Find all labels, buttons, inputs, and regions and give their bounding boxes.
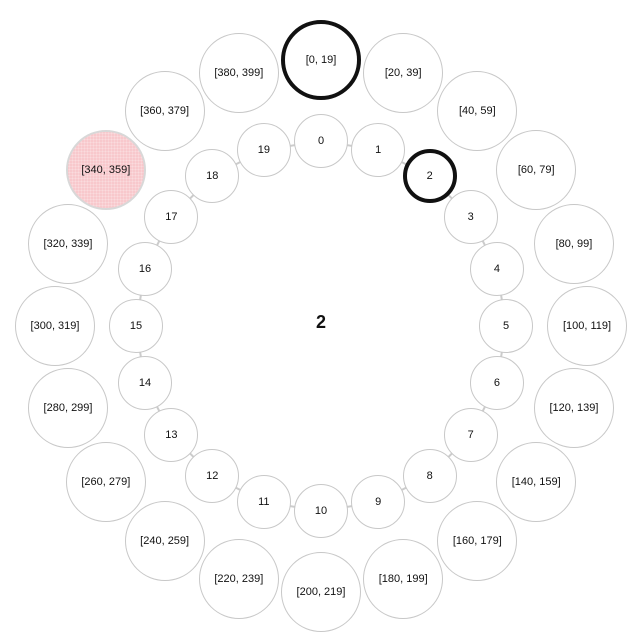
outer-range-node-1[interactable]: [20, 39]	[363, 33, 444, 114]
inner-node-7[interactable]: 7	[443, 407, 498, 462]
outer-range-node-13[interactable]: [260, 279]	[65, 442, 146, 523]
inner-node-label: 1	[375, 144, 382, 157]
inner-node-5[interactable]: 5	[479, 299, 533, 353]
outer-range-node-15[interactable]: [300, 319]	[15, 286, 95, 366]
inner-node-9[interactable]: 9	[351, 474, 406, 529]
outer-range-node-4[interactable]: [80, 99]	[533, 203, 614, 284]
inner-node-0[interactable]: 0	[294, 114, 348, 168]
inner-node-1[interactable]: 1	[351, 123, 406, 178]
inner-node-label: 18	[206, 170, 219, 183]
outer-node-label: [80, 99]	[555, 237, 593, 250]
outer-node-label: [20, 39]	[384, 67, 422, 80]
outer-range-node-2[interactable]: [40, 59]	[437, 70, 518, 151]
outer-range-node-5[interactable]: [100, 119]	[547, 286, 627, 366]
inner-node-label: 15	[129, 320, 143, 332]
inner-node-label: 17	[165, 211, 178, 224]
inner-node-label: 12	[206, 469, 219, 482]
outer-range-node-16[interactable]: [320, 339]	[28, 203, 109, 284]
outer-node-label: [220, 239]	[214, 572, 264, 585]
inner-node-label: 2	[426, 170, 433, 183]
outer-range-node-12[interactable]: [240, 259]	[124, 501, 205, 582]
inner-node-16[interactable]: 16	[118, 241, 173, 296]
inner-node-10[interactable]: 10	[294, 484, 348, 538]
outer-range-node-6[interactable]: [120, 139]	[533, 368, 614, 449]
outer-node-label: [260, 279]	[81, 476, 131, 489]
inner-node-label: 3	[467, 211, 474, 224]
inner-node-14[interactable]: 14	[118, 356, 173, 411]
outer-node-label: [320, 339]	[43, 237, 93, 250]
outer-node-label: [180, 199]	[378, 572, 428, 585]
outer-node-label: [160, 179]	[452, 535, 502, 548]
inner-node-label: 14	[138, 377, 152, 390]
outer-node-label: [120, 139]	[549, 402, 599, 415]
outer-range-node-9[interactable]: [180, 199]	[363, 538, 444, 619]
outer-node-label: [360, 379]	[140, 104, 190, 117]
outer-node-label: [40, 59]	[458, 104, 496, 117]
inner-node-label: 6	[493, 377, 500, 390]
center-selected-value: 2	[315, 312, 326, 332]
outer-node-label: [340, 359]	[81, 163, 131, 176]
outer-node-label: [60, 79]	[517, 163, 555, 176]
inner-node-4[interactable]: 4	[469, 241, 524, 296]
inner-node-8[interactable]: 8	[402, 448, 457, 503]
outer-node-label: [100, 119]	[562, 320, 612, 332]
inner-node-label: 11	[258, 495, 270, 508]
inner-node-label: 16	[138, 262, 152, 275]
inner-node-11[interactable]: 11	[236, 474, 291, 529]
inner-node-2[interactable]: 2	[402, 149, 457, 204]
inner-node-6[interactable]: 6	[469, 356, 524, 411]
outer-range-node-7[interactable]: [140, 159]	[496, 442, 577, 523]
outer-node-label: [300, 319]	[30, 320, 80, 332]
outer-node-label: [380, 399]	[214, 67, 264, 80]
outer-range-node-10[interactable]: [200, 219]	[281, 552, 361, 632]
inner-node-label: 10	[314, 505, 328, 517]
outer-range-node-14[interactable]: [280, 299]	[28, 368, 109, 449]
inner-node-15[interactable]: 15	[109, 299, 163, 353]
outer-node-label: [0, 19]	[305, 54, 337, 66]
inner-node-label: 9	[375, 495, 382, 508]
outer-range-node-8[interactable]: [160, 179]	[437, 501, 518, 582]
outer-range-node-19[interactable]: [380, 399]	[198, 33, 279, 114]
inner-node-17[interactable]: 17	[144, 190, 199, 245]
outer-node-label: [240, 259]	[140, 535, 190, 548]
inner-node-label: 13	[165, 428, 178, 441]
inner-node-12[interactable]: 12	[185, 448, 240, 503]
inner-node-label: 5	[502, 320, 510, 332]
outer-range-node-11[interactable]: [220, 239]	[198, 538, 279, 619]
outer-range-node-18[interactable]: [360, 379]	[124, 70, 205, 151]
outer-node-label: [200, 219]	[296, 586, 346, 598]
inner-node-13[interactable]: 13	[144, 407, 199, 462]
outer-node-label: [140, 159]	[511, 476, 561, 489]
inner-node-label: 0	[317, 135, 325, 147]
inner-node-label: 4	[493, 262, 500, 275]
outer-range-node-3[interactable]: [60, 79]	[496, 129, 577, 210]
outer-range-node-17[interactable]: [340, 359]	[65, 129, 146, 210]
inner-node-label: 8	[426, 469, 433, 482]
inner-node-18[interactable]: 18	[185, 149, 240, 204]
outer-range-node-0[interactable]: [0, 19]	[281, 20, 361, 100]
inner-node-label: 7	[467, 428, 474, 441]
inner-node-3[interactable]: 3	[443, 190, 498, 245]
inner-node-label: 19	[257, 144, 270, 157]
inner-node-19[interactable]: 19	[236, 123, 291, 178]
outer-node-label: [280, 299]	[43, 402, 93, 415]
